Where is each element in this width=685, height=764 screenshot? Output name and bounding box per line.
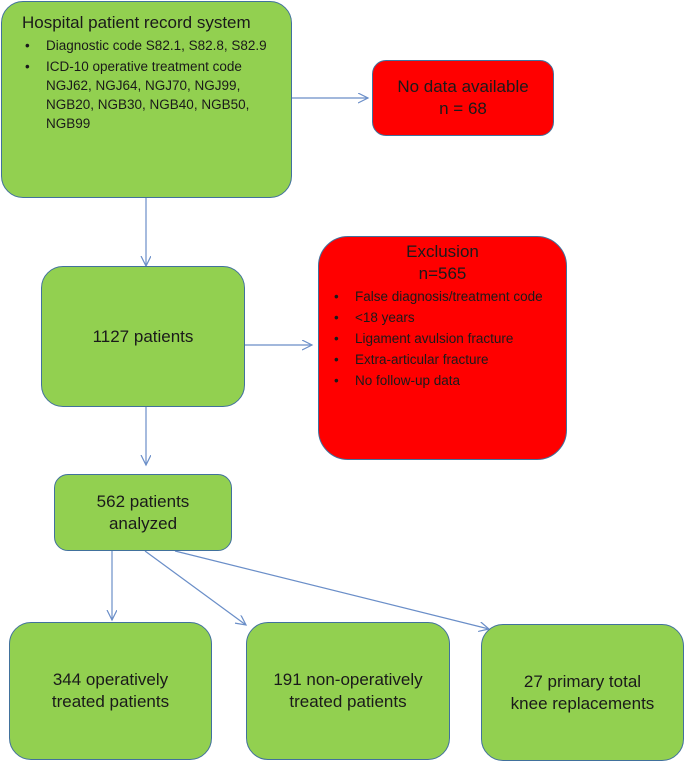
nonoperative-box: 191 non-operatively treated patients xyxy=(246,622,450,760)
exclusion-item: <18 years xyxy=(331,308,554,327)
operative-count: 344 operatively xyxy=(52,670,169,689)
no-data-box: No data available n = 68 xyxy=(372,60,554,136)
tkr-box: 27 primary total knee replacements xyxy=(481,624,684,761)
source-title: Hospital patient record system xyxy=(22,13,251,32)
exclusion-count: n=565 xyxy=(418,264,467,283)
arrow-analyzed-to-tkr xyxy=(174,550,489,629)
exclusion-item: No follow-up data xyxy=(331,371,554,390)
exclusion-list: False diagnosis/treatment code <18 years… xyxy=(331,287,554,390)
exclusion-box: Exclusion n=565 False diagnosis/treatmen… xyxy=(318,236,567,460)
analyzed-box: 562 patients analyzed xyxy=(54,474,232,551)
source-criteria-item: ICD-10 operative treatment code NGJ62, N… xyxy=(22,57,279,133)
exclusion-item: Extra-articular fracture xyxy=(331,350,554,369)
cohort-box: 1127 patients xyxy=(41,266,245,407)
arrow-analyzed-to-nonoperative xyxy=(144,550,246,625)
operative-box: 344 operatively treated patients xyxy=(9,622,212,760)
nonoperative-count: 191 non-operatively xyxy=(273,670,423,689)
source-criteria-list: Diagnostic code S82.1, S82.8, S82.9 ICD-… xyxy=(22,36,279,133)
exclusion-item: False diagnosis/treatment code xyxy=(331,287,554,306)
no-data-count: n = 68 xyxy=(439,99,487,118)
analyzed-count: 562 patients xyxy=(96,491,190,511)
source-box: Hospital patient record system Diagnosti… xyxy=(1,1,292,198)
nonoperative-label: treated patients xyxy=(289,692,407,711)
tkr-count: 27 primary total xyxy=(523,671,642,691)
source-criteria-item: Diagnostic code S82.1, S82.8, S82.9 xyxy=(22,36,279,55)
exclusion-item: Ligament avulsion fracture xyxy=(331,329,554,348)
analyzed-label: analyzed xyxy=(108,513,178,533)
no-data-label: No data available xyxy=(397,77,529,96)
tkr-label: knee replacements xyxy=(510,693,655,713)
cohort-label: 1127 patients xyxy=(92,326,194,346)
exclusion-title: Exclusion xyxy=(406,242,479,261)
operative-label: treated patients xyxy=(51,692,170,711)
